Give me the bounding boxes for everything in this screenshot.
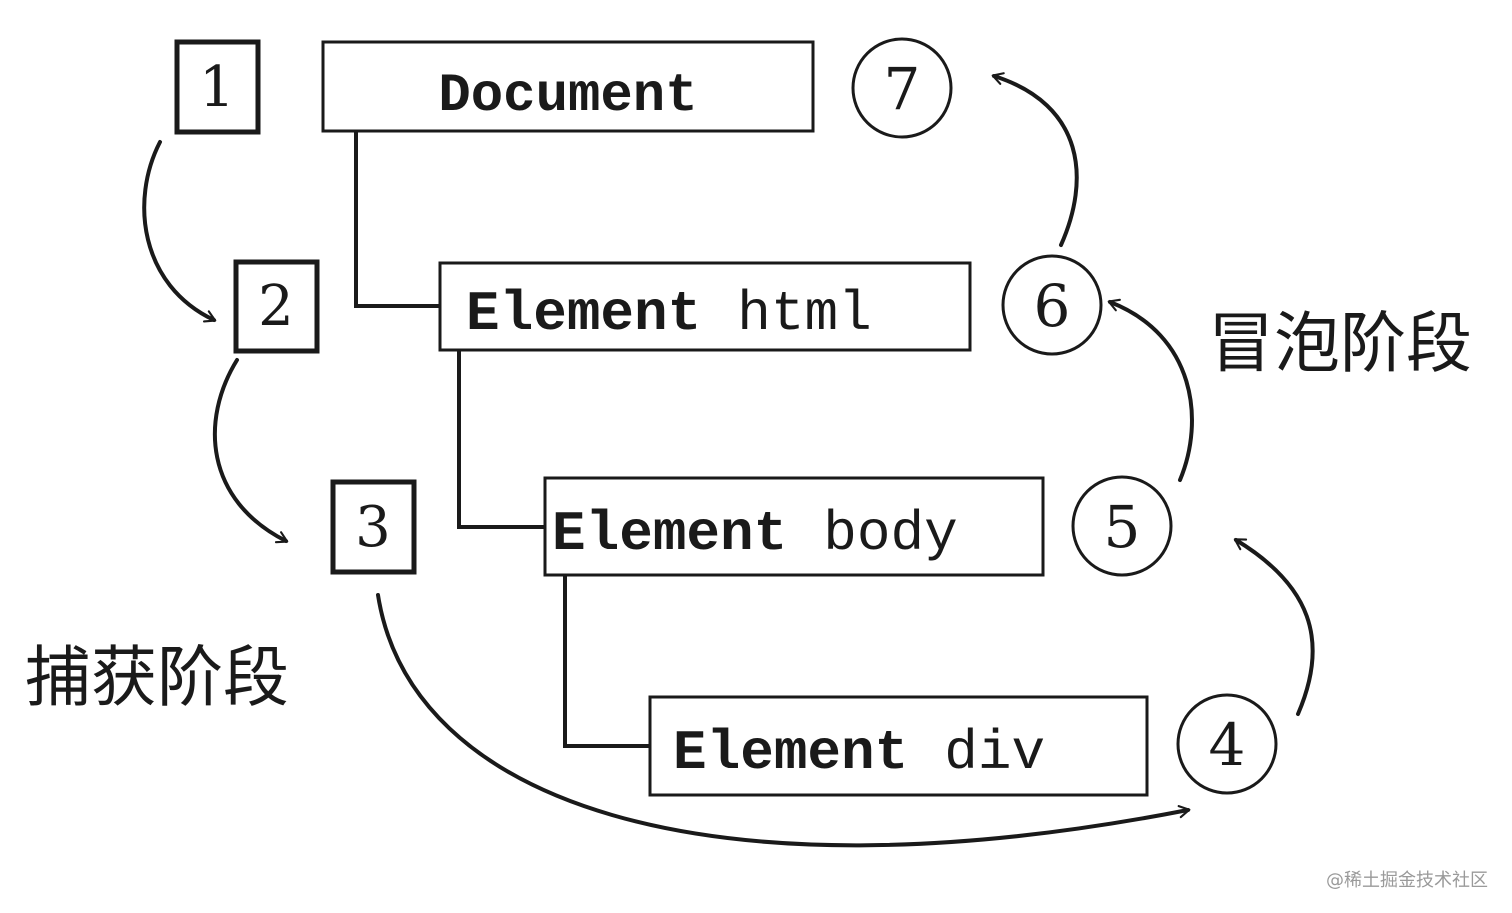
capture-step-1: 1 xyxy=(174,39,261,135)
html-node-label: Element xyxy=(466,282,701,346)
bubble-step-7-label: 7 xyxy=(884,55,921,123)
arrow-6-to-7 xyxy=(991,72,1079,247)
capture-phase-label: 捕获阶段 xyxy=(25,639,289,716)
document-node: Document xyxy=(321,40,815,133)
capture-step-1-label: 1 xyxy=(199,55,235,120)
capture-step-3: 3 xyxy=(330,479,417,575)
arrow-1-to-2 xyxy=(142,140,217,323)
arrow-2-to-3 xyxy=(212,358,289,544)
capture-step-2: 2 xyxy=(233,259,320,354)
watermark-text: @稀土掘金技术社区 xyxy=(1326,870,1488,891)
arrow-4-to-5 xyxy=(1233,538,1315,716)
html-node: Element html xyxy=(438,261,972,352)
div-node-tag: div xyxy=(944,721,1045,785)
connector-html-body xyxy=(457,350,545,529)
html-node-text: Element html xyxy=(466,280,872,346)
connector-document-html xyxy=(354,132,440,308)
body-node-text: Element body xyxy=(552,500,958,566)
body-node-tag: body xyxy=(823,502,957,566)
capture-step-2-label: 2 xyxy=(258,274,294,339)
bubble-step-5-label: 5 xyxy=(1104,493,1141,561)
connector-body-div xyxy=(563,575,650,748)
body-node: Element body xyxy=(543,476,1045,577)
arrow-5-to-6 xyxy=(1107,298,1194,482)
arrow-3-to-4 xyxy=(376,593,1191,848)
div-node: Element div xyxy=(648,695,1149,797)
bubble-step-6-label: 6 xyxy=(1034,272,1071,340)
bubble-step-5: 5 xyxy=(1071,475,1173,577)
tree-connectors xyxy=(354,132,650,748)
capture-step-3-label: 3 xyxy=(355,495,391,560)
document-label: Document xyxy=(438,66,697,127)
bubble-step-4-label: 4 xyxy=(1209,711,1246,779)
bubble-step-6: 6 xyxy=(1001,254,1103,356)
bubble-step-4: 4 xyxy=(1176,693,1278,795)
div-node-text: Element div xyxy=(673,719,1045,785)
body-node-label: Element xyxy=(552,502,787,566)
bubble-phase-label: 冒泡阶段 xyxy=(1208,305,1472,382)
html-node-tag: html xyxy=(737,282,871,346)
div-node-label: Element xyxy=(673,721,908,785)
bubble-step-7: 7 xyxy=(851,37,953,139)
flow-arrows xyxy=(142,72,1315,848)
